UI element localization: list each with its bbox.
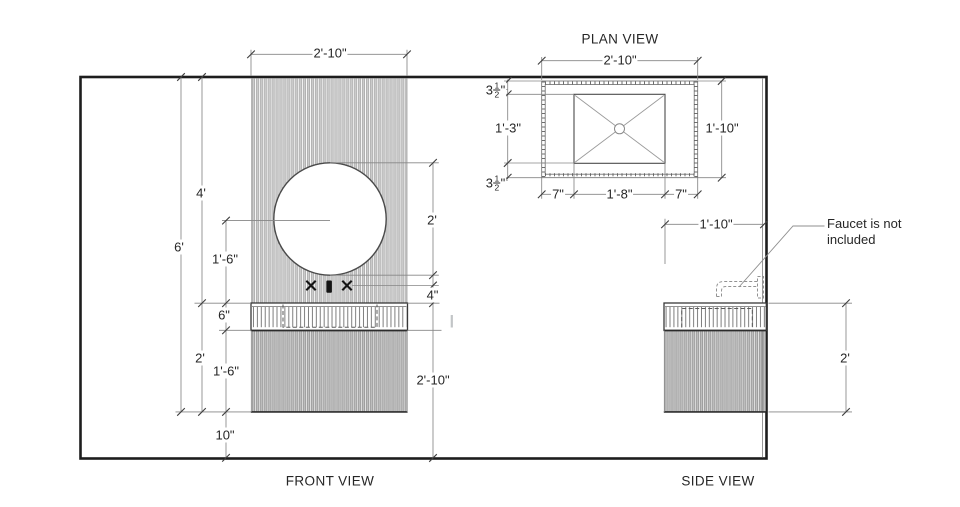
side-counter-apron <box>663 302 767 331</box>
dim-front-panel-height: 4' <box>195 185 207 201</box>
front-dimension-ticks <box>176 50 438 463</box>
dim-plan-sink-width: 1'-8" <box>605 186 634 202</box>
dim-front-mirror-center: 1'-6" <box>211 251 239 266</box>
dim-front-width-top: 2'-10" <box>312 45 348 61</box>
frac-whole: 3 <box>485 82 493 97</box>
front-view-caption: FRONT VIEW <box>285 473 375 489</box>
side-view-caption: SIDE VIEW <box>681 473 755 488</box>
mirror-circle <box>273 162 387 276</box>
dim-plan-depth: 1'-10" <box>704 120 740 135</box>
plan-drain-circle <box>614 123 625 135</box>
dim-front-floor-gap: 10" <box>214 427 236 442</box>
dim-side-height: 2' <box>839 350 851 366</box>
dim-front-cabinet-height: 1'-6" <box>212 363 240 379</box>
faucet-note-leader-line <box>738 225 825 288</box>
faucet-front <box>305 280 353 293</box>
side-view-drawing <box>660 218 852 417</box>
dim-front-vanity-height: 2' <box>194 350 206 365</box>
plan-dimension-ticks <box>503 56 726 199</box>
dim-front-mirror-diameter: 2' <box>426 212 438 227</box>
dim-front-counter-to-floor: 2'-10" <box>415 372 451 388</box>
dim-front-overall-height: 6' <box>173 239 185 255</box>
faucet-dashed-side <box>716 276 764 299</box>
dim-plan-width: 2'-10" <box>602 52 638 67</box>
frac-unit: " <box>500 82 506 97</box>
faucet-note-line1: Faucet is not <box>827 216 902 231</box>
side-extension-lines <box>664 218 852 413</box>
frac-unit: " <box>500 175 506 191</box>
faucet-note: Faucet is not included <box>826 216 902 248</box>
side-sink-dashed-outline <box>681 308 753 328</box>
front-extension-lines <box>175 49 442 413</box>
dim-plan-right-gap: 7" <box>674 186 688 202</box>
plan-view-caption: PLAN VIEW <box>581 31 659 47</box>
vanity-cabinet-front <box>250 329 408 413</box>
dim-front-apron-height: 6" <box>217 307 231 323</box>
front-view-drawing <box>175 49 442 463</box>
side-dimension-ticks <box>660 220 851 417</box>
plan-view-drawing <box>503 56 726 199</box>
dim-front-faucet-offset: 4" <box>425 287 440 302</box>
frac-whole: 3 <box>485 175 493 191</box>
counter-apron-front <box>250 302 409 331</box>
faucet-spout-front <box>326 280 332 293</box>
dim-side-depth: 1'-10" <box>698 216 734 232</box>
dim-plan-sink-depth: 1'-3" <box>494 120 522 136</box>
faucet-note-line2: included <box>827 232 876 247</box>
dim-plan-left-gap: 7" <box>551 186 565 202</box>
side-vanity-cabinet <box>663 329 767 413</box>
